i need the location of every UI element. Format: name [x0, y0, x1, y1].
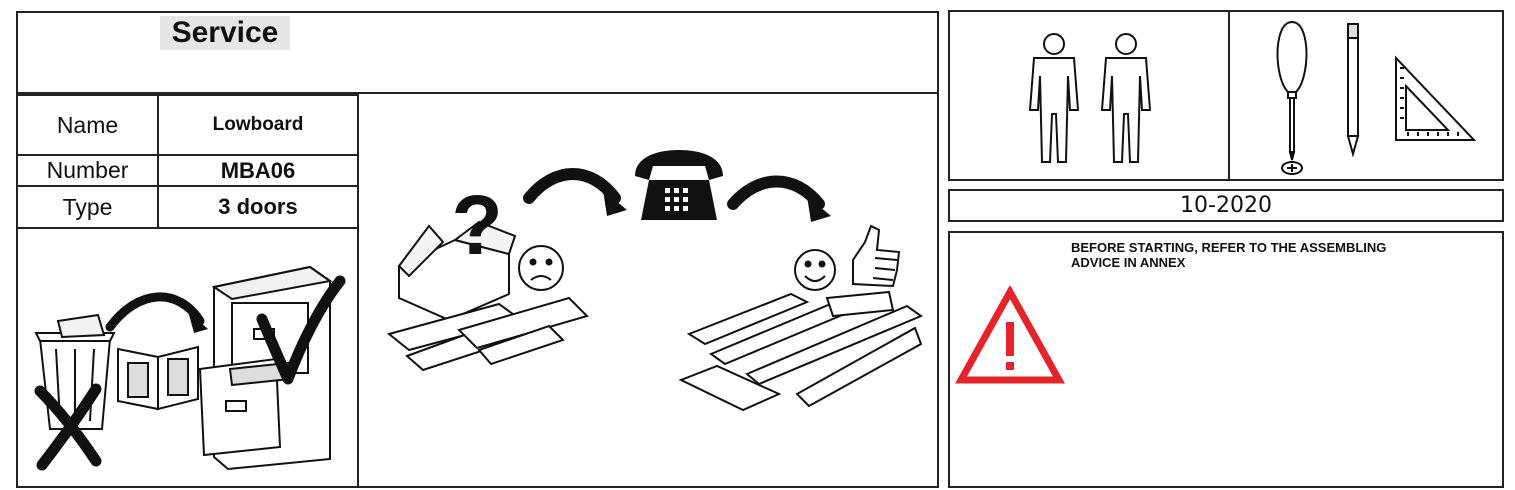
type-value-cell: 3 doors [157, 185, 359, 229]
name-value-cell: Lowboard [157, 94, 359, 156]
service-process-illustration: ? [386, 150, 924, 412]
vertical-divider [357, 92, 359, 488]
number-label-cell: Number [16, 154, 159, 187]
name-label-cell: Name [16, 94, 159, 156]
keep-manual-illustration [34, 265, 346, 471]
number-label: Number [46, 157, 129, 183]
two-persons-icon [1028, 33, 1152, 163]
date-text: 10-2020 [1180, 193, 1272, 218]
pencil-icon [1346, 23, 1360, 158]
screwdriver-icon [1276, 20, 1308, 175]
header-divider [16, 92, 939, 94]
svg-text:?: ? [451, 178, 502, 272]
set-square-icon [1395, 55, 1477, 141]
name-label: Name [56, 111, 119, 138]
page-title: Service [160, 16, 290, 50]
date-box: 10-2020 [948, 189, 1504, 222]
warning-line-1: BEFORE STARTING, REFER TO THE ASSEMBLING [1071, 240, 1387, 255]
persons-tools-divider [1228, 10, 1230, 181]
number-value-cell: MBA06 [157, 154, 359, 187]
type-label: Type [62, 193, 113, 220]
tools-icon [1276, 20, 1477, 175]
warning-line-2: ADVICE IN ANNEX [1071, 255, 1186, 270]
type-label-cell: Type [16, 185, 159, 229]
telephone-icon [635, 150, 723, 220]
type-value: 3 doors [218, 194, 298, 219]
warning-text: BEFORE STARTING, REFER TO THE ASSEMBLING… [1071, 240, 1491, 270]
name-value: Lowboard [212, 114, 304, 135]
number-value: MBA06 [220, 157, 296, 183]
warning-triangle-icon [955, 286, 1065, 384]
